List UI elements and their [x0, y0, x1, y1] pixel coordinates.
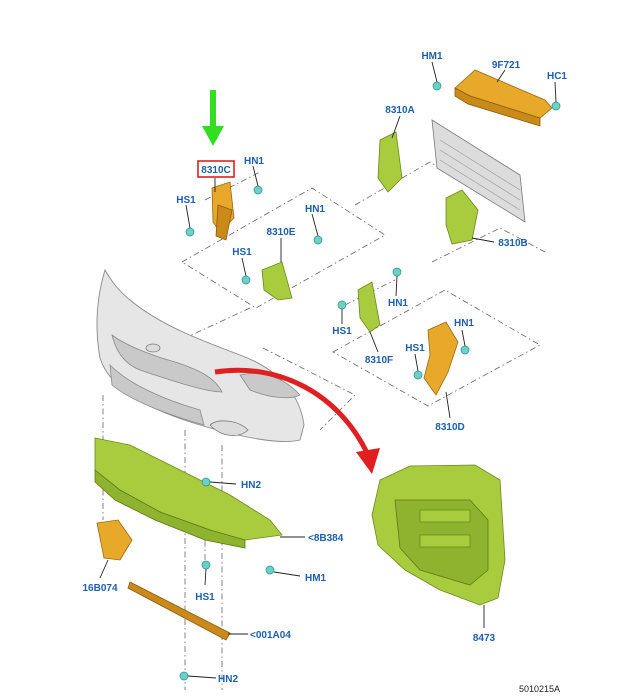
label-hs1-e[interactable]: HS1: [195, 592, 215, 603]
label-001a04[interactable]: <001A04: [250, 630, 291, 641]
label-hs1-c[interactable]: HS1: [332, 326, 352, 337]
label-8310f[interactable]: 8310F: [365, 355, 393, 366]
label-hn2-a[interactable]: HN2: [241, 480, 261, 491]
label-8310a[interactable]: 8310A: [385, 105, 414, 116]
yellow-air-deflectors: [96, 69, 553, 641]
label-hs1-d[interactable]: HS1: [405, 343, 425, 354]
label-16b074[interactable]: 16B074: [82, 583, 117, 594]
exploded-view-outlines: [102, 161, 546, 690]
red-direction-arrow: [214, 367, 380, 474]
bumper-cover: [96, 268, 305, 442]
label-hn1-a[interactable]: HN1: [244, 156, 264, 167]
label-hn1-d[interactable]: HN1: [454, 318, 474, 329]
label-hc1[interactable]: HC1: [547, 71, 567, 82]
figure-number: 5010215A: [519, 684, 560, 694]
radiator: [431, 119, 526, 223]
label-9f721[interactable]: 9F721: [492, 60, 521, 71]
label-hm1-top[interactable]: HM1: [421, 51, 443, 62]
green-indicator-arrow: [202, 90, 224, 146]
label-8b384[interactable]: <8B384: [308, 533, 344, 544]
label-8310b[interactable]: 8310B: [498, 238, 527, 249]
label-hn1-b[interactable]: HN1: [305, 204, 325, 215]
label-hs1-a[interactable]: HS1: [176, 195, 196, 206]
leader-lines: [99, 61, 557, 679]
label-hn2-b[interactable]: HN2: [218, 674, 238, 685]
label-8310c[interactable]: 8310C: [201, 165, 230, 176]
radiator-support: [371, 464, 506, 606]
lower-shield: [94, 437, 283, 549]
highlight-box: [197, 160, 235, 178]
green-brackets: [261, 131, 479, 333]
label-hn1-c[interactable]: HN1: [388, 298, 408, 309]
label-8473[interactable]: 8473: [473, 633, 496, 644]
label-hm1-bottom[interactable]: HM1: [305, 573, 327, 584]
label-8310d[interactable]: 8310D: [435, 422, 464, 433]
label-hs1-b[interactable]: HS1: [232, 247, 252, 258]
callout-labels: 8310C HN1 HS1 HN1 8310E HS1 HM1 9F721 HC…: [82, 51, 567, 694]
label-8310e[interactable]: 8310E: [267, 227, 296, 238]
